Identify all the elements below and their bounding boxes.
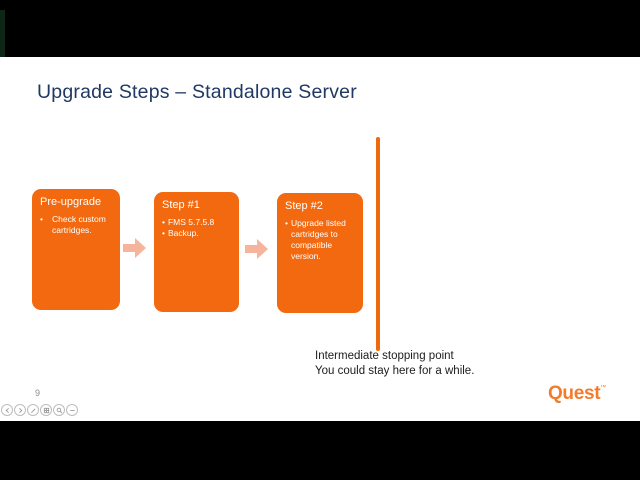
minus-icon: [69, 409, 75, 411]
all-slides-button[interactable]: [40, 404, 52, 416]
letterbox-bottom: [0, 421, 640, 480]
flow-box-pre-upgrade: Pre-upgrade • Check custom cartridges.: [32, 189, 120, 310]
milestone-divider-bar: [376, 137, 380, 351]
flow-box-header: Step #2: [285, 200, 323, 212]
zoom-slide-button[interactable]: [53, 404, 65, 416]
pen-tools-button[interactable]: [27, 404, 39, 416]
flow-arrow-right-icon: [123, 238, 146, 258]
bullet-text: Upgrade listed cartridges to compatible …: [290, 218, 346, 261]
next-slide-button[interactable]: [14, 404, 26, 416]
slide-canvas: Upgrade Steps – Standalone Server Pre-up…: [0, 57, 640, 421]
flow-box-header: Pre-upgrade: [40, 196, 102, 208]
magnifier-icon: [56, 407, 62, 413]
slide-number: 9: [35, 388, 41, 398]
milestone-note-line2: You could stay here for a while.: [315, 365, 475, 377]
milestone-note: Intermediate stopping point You could st…: [315, 349, 474, 379]
flow-box-bullet: • Check custom cartridges.: [40, 214, 112, 236]
trademark-symbol: ™: [600, 385, 606, 391]
slide-title: Upgrade Steps – Standalone Server: [37, 81, 357, 103]
bullet-text: Check custom cartridges.: [51, 214, 106, 235]
chevron-left-icon: [5, 407, 9, 413]
more-options-button[interactable]: [66, 404, 78, 416]
flow-box-step-2: Step #2 • Upgrade listed cartridges to c…: [277, 193, 363, 313]
letterbox-top: [0, 0, 640, 57]
quest-logo-text: Quest: [547, 383, 601, 404]
flow-box-header: Step #1: [162, 199, 200, 211]
flow-arrow-right-icon: [245, 239, 268, 259]
flow-box-bullet: • FMS 5.7.5.8: [162, 217, 231, 228]
flow-box-bullet: • Upgrade listed cartridges to compatibl…: [285, 218, 355, 262]
bullet-dot-icon: •: [40, 214, 43, 224]
bullet-dot-icon: •: [162, 217, 165, 227]
pen-icon: [30, 408, 35, 413]
slideshow-controls: [1, 404, 78, 416]
bullet-dot-icon: •: [162, 228, 165, 238]
bullet-dot-icon: •: [285, 218, 288, 228]
bullet-text: Backup.: [167, 228, 199, 238]
chevron-right-icon: [18, 407, 22, 413]
bullet-text: FMS 5.7.5.8: [167, 217, 215, 227]
previous-slide-button[interactable]: [1, 404, 13, 416]
flow-box-step-1: Step #1 • FMS 5.7.5.8 • Backup.: [154, 192, 239, 312]
flow-box-bullet: • Backup.: [162, 228, 231, 239]
quest-logo: Quest™: [548, 383, 606, 405]
left-edge-artifact: [0, 10, 5, 57]
milestone-note-line1: Intermediate stopping point: [315, 350, 454, 362]
slides-grid-icon: [43, 407, 49, 413]
